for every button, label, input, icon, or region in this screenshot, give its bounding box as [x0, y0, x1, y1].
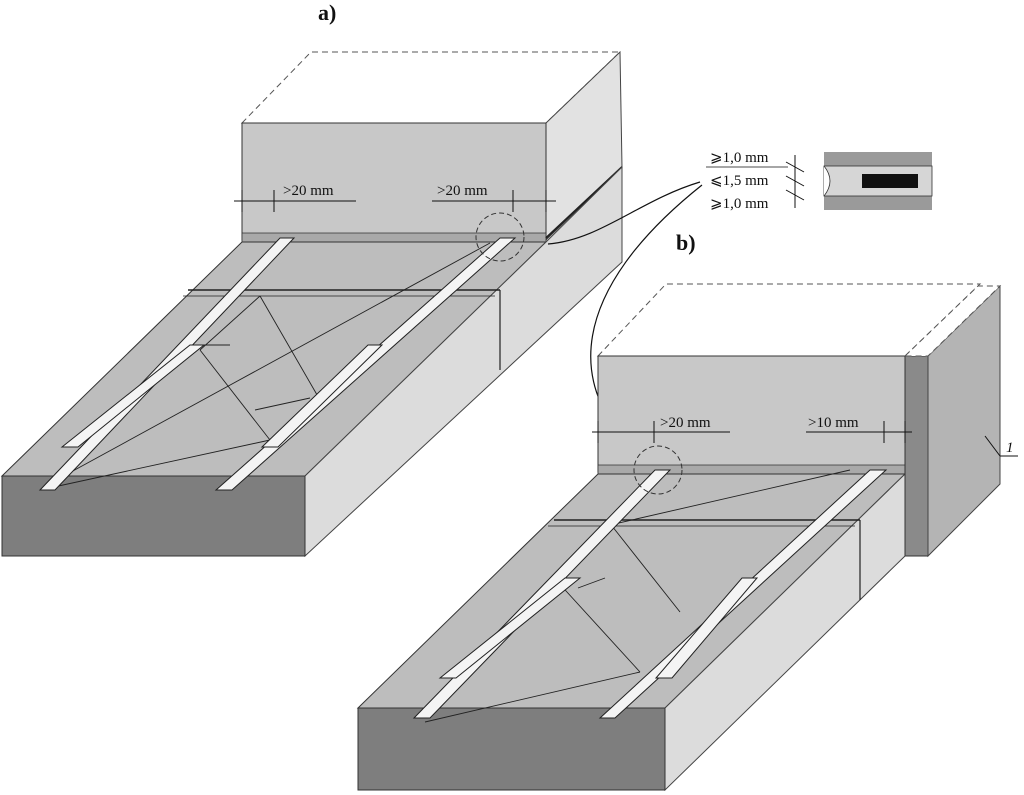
panel-a-drawing	[0, 50, 623, 558]
panel-b-dim-right-label: >10 mm	[808, 415, 859, 431]
panel-a-brace	[39, 439, 271, 491]
panel-b-side-panel-top	[903, 285, 1002, 357]
panel-b-detail-circle	[633, 445, 683, 495]
panel-b-side-panel	[927, 284, 1001, 558]
detail-band-bottom	[824, 196, 932, 210]
panel-b-callout-label: 1	[1006, 440, 1014, 456]
detail-band-top	[824, 152, 932, 166]
panel-a-detail-circle	[475, 212, 525, 262]
panel-b-brace	[609, 469, 851, 526]
panel-b-dim-left-label: >20 mm	[660, 415, 711, 431]
panel-b-wall-face	[597, 355, 906, 473]
panel-a-brace	[254, 397, 311, 411]
detail-section	[706, 152, 933, 210]
detail-dim-tick	[785, 175, 805, 187]
panel-b-board-face	[904, 355, 929, 557]
panel-a-brace	[199, 295, 261, 351]
panel-b-brace	[577, 577, 606, 589]
panel-a-short-strip-left	[60, 344, 206, 448]
detail-insert	[862, 174, 918, 188]
panel-a-brace	[259, 295, 321, 401]
panel-b-brace	[555, 579, 641, 673]
panel-b-drawing	[356, 283, 1018, 792]
panel-a-brace	[199, 349, 271, 441]
panel-b-short-strip-right	[654, 577, 759, 679]
leader-to-panel-a	[547, 181, 701, 245]
panel-b-slab-front	[357, 707, 666, 791]
panel-b-wall-base	[597, 464, 906, 475]
panel-b-wall-top	[596, 283, 982, 357]
panel-a-label: a)	[318, 0, 336, 25]
detail-notch	[823, 165, 831, 197]
panel-a-short-strip-right	[260, 344, 384, 448]
panel-b-short-strip-left	[438, 577, 582, 679]
detail-dim-tick	[785, 161, 805, 173]
panel-b-brace	[611, 525, 681, 613]
panel-a-dim-right-label: >20 mm	[437, 183, 488, 199]
panel-a-wall-face	[241, 122, 547, 241]
detail-dim-tick	[785, 189, 805, 201]
panel-b-brace	[424, 671, 641, 723]
detail-dim-top-label: ⩾1,0 mm	[710, 150, 769, 166]
panel-b-callout-leader	[984, 435, 1001, 457]
detail-dim-bottom-label: ⩾1,0 mm	[710, 196, 769, 212]
detail-dim-middle-label: ⩽1,5 mm	[710, 173, 769, 189]
panel-a-brace	[59, 242, 491, 479]
panel-a-dim-left-label: >20 mm	[283, 183, 334, 199]
panel-b-label: b)	[676, 230, 696, 255]
